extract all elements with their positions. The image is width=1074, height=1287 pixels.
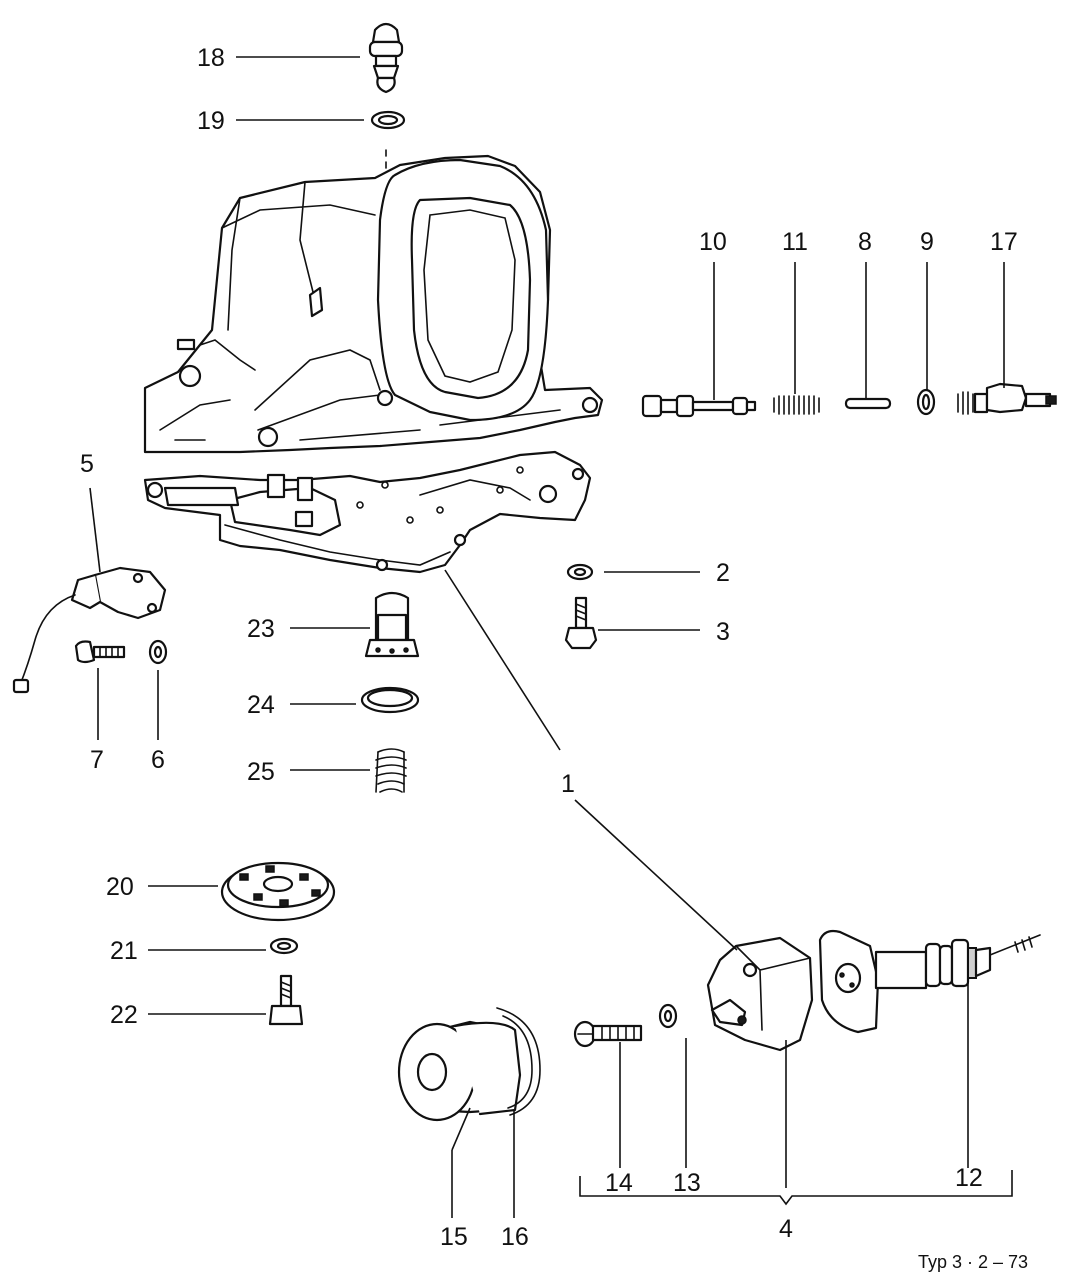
label-14: 14	[605, 1169, 633, 1197]
label-12: 12	[955, 1164, 983, 1192]
label-21: 21	[110, 937, 138, 965]
callout-labels: 18 19 10 11 8 9 17 5 2 3 23 24 25 7 6 1 …	[80, 44, 1028, 1272]
transmission-housing	[143, 154, 604, 454]
part-11-spring	[773, 395, 820, 415]
part-16-rings	[496, 1007, 541, 1116]
label-17: 17	[990, 228, 1018, 256]
label-9: 9	[920, 228, 934, 256]
figure-reference: Typ 3 · 2 – 73	[918, 1252, 1028, 1272]
part-19-seal	[370, 110, 406, 130]
valve-body	[143, 450, 592, 574]
label-5: 5	[80, 450, 94, 478]
part-23-piston	[364, 591, 420, 658]
part-3-bolt	[564, 596, 598, 650]
part-12-solenoid	[818, 929, 1041, 1034]
part-4-housing	[706, 936, 814, 1052]
part-2-washer	[566, 563, 594, 581]
part-25-spring	[375, 748, 407, 793]
label-11: 11	[782, 228, 808, 256]
label-7: 7	[90, 746, 104, 774]
label-19: 19	[197, 107, 225, 135]
label-24: 24	[247, 691, 275, 719]
part-6-washer	[148, 639, 168, 665]
part-15-cylinder	[397, 1020, 522, 1122]
part-22-bolt	[268, 974, 304, 1026]
label-22: 22	[110, 1001, 138, 1029]
label-8: 8	[858, 228, 872, 256]
label-6: 6	[151, 746, 165, 774]
label-15: 15	[440, 1223, 468, 1251]
part-20-filter	[220, 861, 336, 922]
part-8-pin	[844, 397, 892, 410]
part-21-washer	[269, 937, 299, 955]
part-18-breather	[368, 22, 404, 94]
part-24-ring	[360, 686, 420, 714]
part-13-washer	[658, 1003, 678, 1029]
leader-lines	[89, 56, 1013, 1218]
part-5-solenoid	[12, 566, 167, 694]
label-4: 4	[779, 1215, 793, 1243]
label-16: 16	[501, 1223, 529, 1251]
part-7-screw	[74, 640, 126, 664]
label-20: 20	[106, 873, 134, 901]
label-13: 13	[673, 1169, 701, 1197]
part-14-screw	[573, 1020, 643, 1048]
label-1: 1	[561, 770, 575, 798]
label-25: 25	[247, 758, 275, 786]
label-3: 3	[716, 618, 730, 646]
part-17-switch	[957, 382, 1057, 415]
label-2: 2	[716, 559, 730, 587]
label-23: 23	[247, 615, 275, 643]
label-10: 10	[699, 228, 727, 256]
part-10-valve	[641, 394, 757, 418]
part-9-oring	[916, 388, 936, 416]
label-18: 18	[197, 44, 225, 72]
